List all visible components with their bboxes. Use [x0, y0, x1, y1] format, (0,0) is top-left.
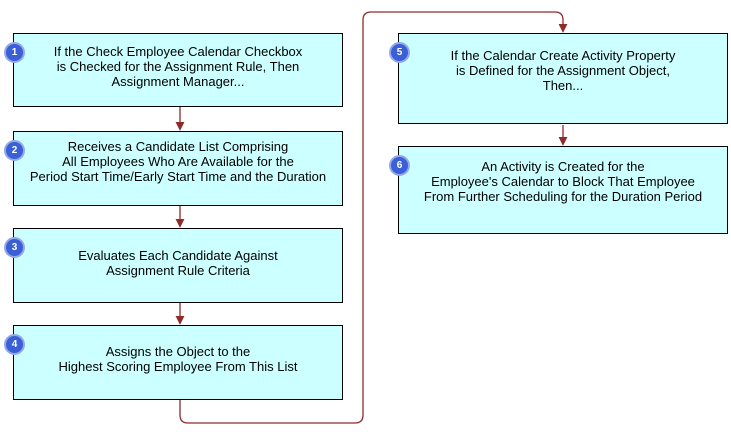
- step-2-badge: 2: [4, 140, 25, 161]
- step-6-badge: 6: [389, 155, 410, 176]
- flow-box-3: 3 Evaluates Each Candidate Against Assig…: [4, 228, 343, 303]
- flow-box-3-text: Evaluates Each Candidate Against Assignm…: [78, 248, 278, 278]
- flow-box-4-text: Assigns the Object to the Highest Scorin…: [58, 344, 298, 374]
- flow-box-1: 1 If the Check Employee Calendar Checkbo…: [4, 33, 343, 107]
- flow-box-6-text: An Activity is Created for the Employee'…: [423, 159, 703, 204]
- step-4-badge: 4: [4, 334, 25, 355]
- flow-box-6: 6 An Activity is Created for the Employe…: [389, 146, 728, 234]
- flow-box-5: 5 If the Calendar Create Activity Proper…: [389, 33, 728, 124]
- flow-box-5-text: If the Calendar Create Activity Property…: [450, 48, 676, 93]
- flow-box-4: 4 Assigns the Object to the Highest Scor…: [4, 325, 343, 400]
- flow-box-2-text: Receives a Candidate List Comprising All…: [29, 139, 327, 184]
- step-1-badge: 1: [4, 42, 25, 63]
- step-3-badge: 3: [4, 237, 25, 258]
- step-5-badge: 5: [389, 42, 410, 63]
- flow-box-2: 2 Receives a Candidate List Comprising A…: [4, 131, 343, 206]
- flow-box-1-text: If the Check Employee Calendar Checkbox …: [53, 44, 303, 89]
